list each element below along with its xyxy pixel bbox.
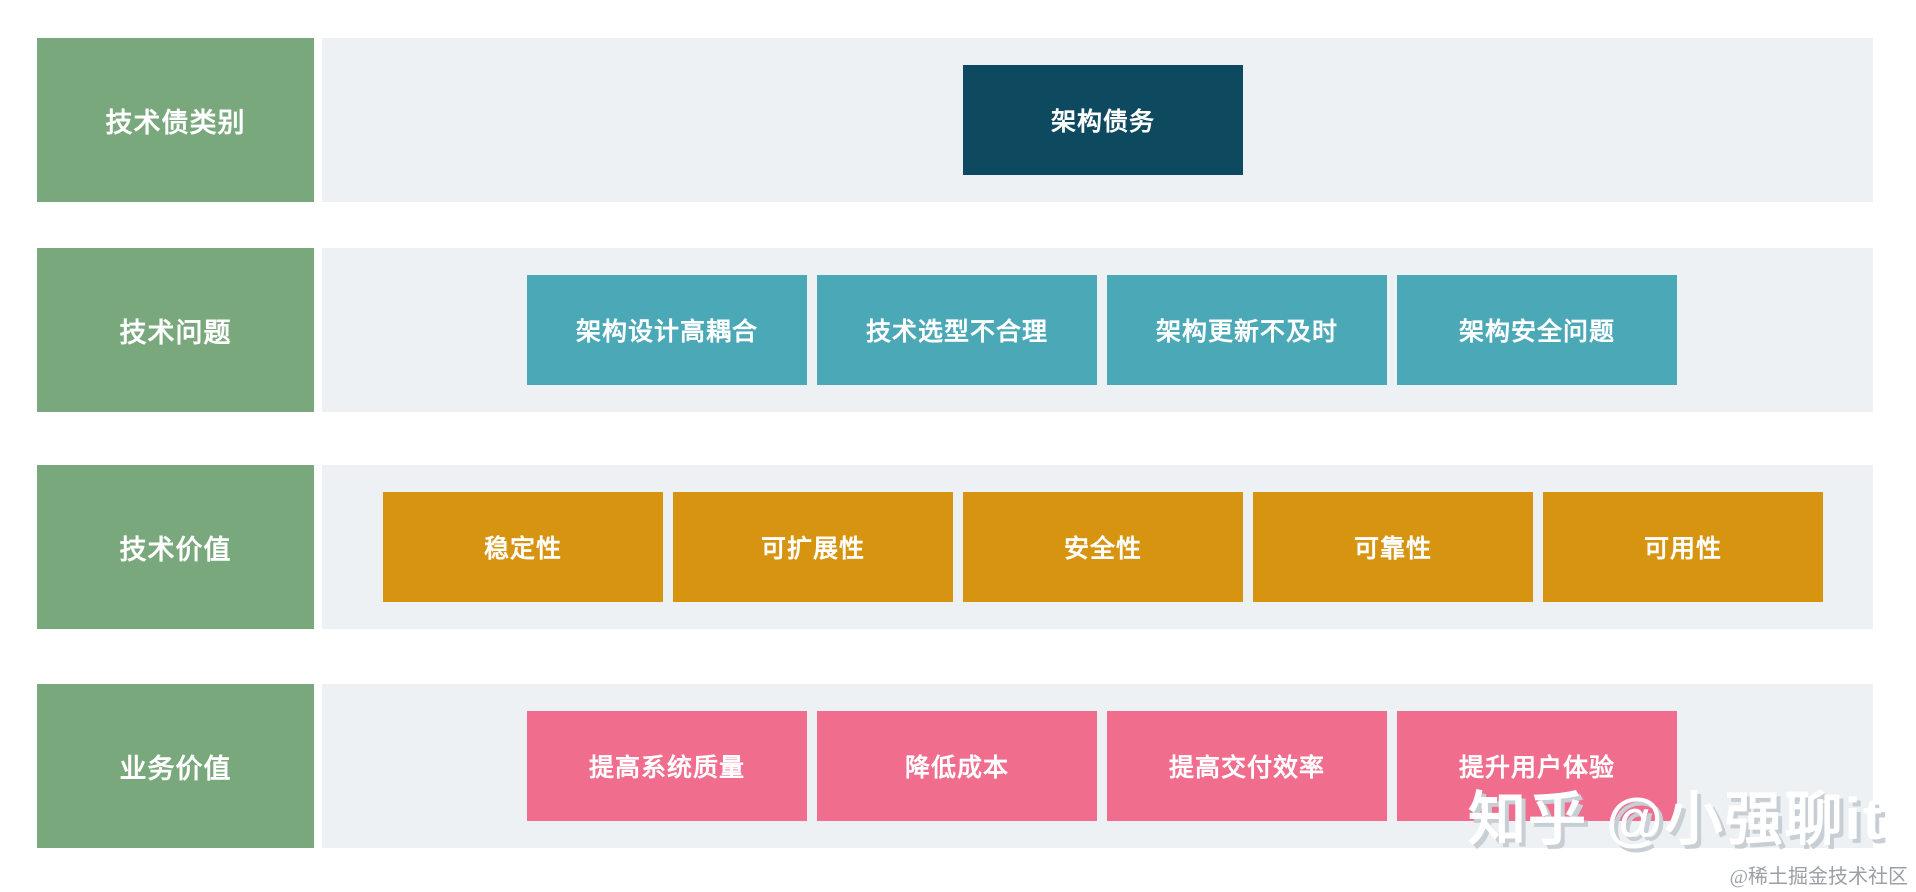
node-value-security: 安全性: [963, 492, 1243, 602]
row-band-tech-problems: 架构设计高耦合 技术选型不合理 架构更新不及时 架构安全问题: [322, 248, 1873, 412]
zhihu-watermark: 知乎 @小强聊it: [1468, 787, 1885, 852]
row-label-tech-value: 技术价值: [37, 465, 314, 629]
row-debt-category: 技术债类别 架构债务: [37, 38, 1873, 202]
node-problem-tech-selection: 技术选型不合理: [817, 275, 1097, 385]
node-business-system-quality: 提高系统质量: [527, 711, 807, 821]
row-band-tech-value: 稳定性 可扩展性 安全性 可靠性 可用性: [322, 465, 1873, 629]
row-label-business-value: 业务价值: [37, 684, 314, 848]
row-tech-value: 技术价值 稳定性 可扩展性 安全性 可靠性 可用性: [37, 465, 1873, 629]
juejin-community-watermark: @稀土掘金技术社区: [1729, 866, 1908, 888]
node-business-cost-reduction: 降低成本: [817, 711, 1097, 821]
row-band-debt-category: 架构债务: [322, 38, 1873, 202]
node-problem-outdated-architecture: 架构更新不及时: [1107, 275, 1387, 385]
row-business-value: 业务价值 提高系统质量 降低成本 提高交付效率 提升用户体验: [37, 684, 1873, 848]
row-tech-problems: 技术问题 架构设计高耦合 技术选型不合理 架构更新不及时 架构安全问题: [37, 248, 1873, 412]
node-value-scalability: 可扩展性: [673, 492, 953, 602]
node-business-user-experience: 提升用户体验: [1397, 711, 1677, 821]
node-value-availability: 可用性: [1543, 492, 1823, 602]
row-band-business-value: 提高系统质量 降低成本 提高交付效率 提升用户体验: [322, 684, 1873, 848]
node-value-stability: 稳定性: [383, 492, 663, 602]
node-problem-high-coupling: 架构设计高耦合: [527, 275, 807, 385]
node-architecture-debt: 架构债务: [963, 65, 1243, 175]
row-label-debt-category: 技术债类别: [37, 38, 314, 202]
node-business-delivery-efficiency: 提高交付效率: [1107, 711, 1387, 821]
node-value-reliability: 可靠性: [1253, 492, 1533, 602]
node-problem-security: 架构安全问题: [1397, 275, 1677, 385]
row-label-tech-problems: 技术问题: [37, 248, 314, 412]
